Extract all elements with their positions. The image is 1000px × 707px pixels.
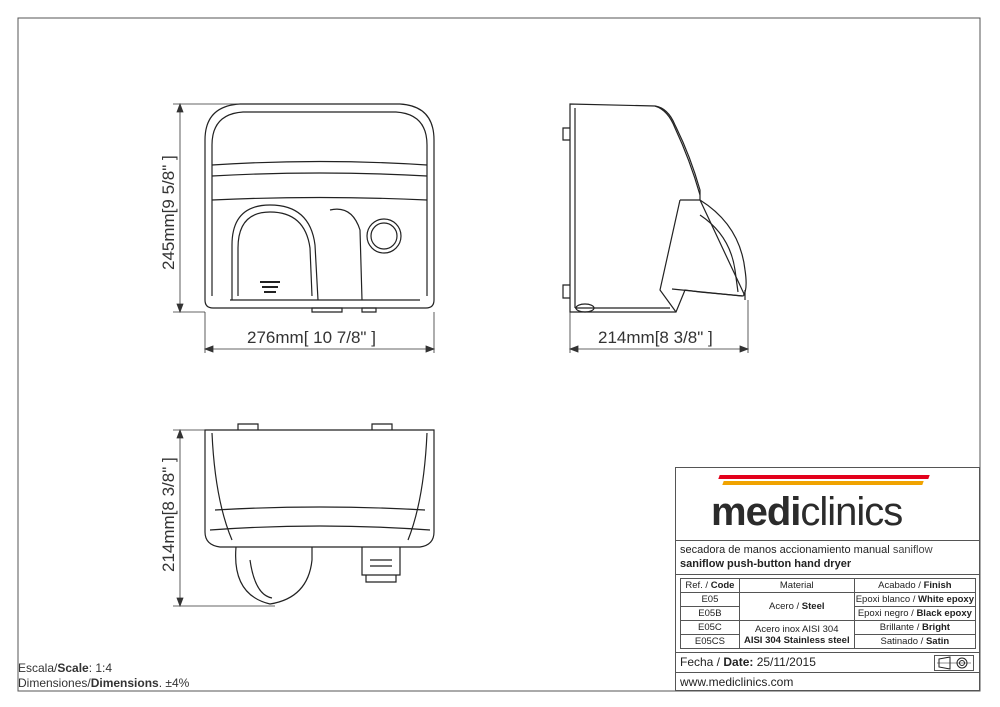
mediclinics-logo: mediclinics	[711, 490, 903, 534]
product-name-en: saniflow push-button hand dryer	[680, 558, 852, 570]
front-height-label: 245mm[9 5/8" ]	[159, 155, 178, 270]
header-finish: Acabado / Finish	[853, 578, 977, 593]
dimensions-tolerance-note: Dimensiones/Dimensions. ±4%	[18, 676, 190, 690]
front-height-dimension	[173, 104, 240, 312]
drawing-border	[18, 18, 980, 691]
header-code: Ref. / Code	[680, 578, 740, 593]
header-material: Material	[738, 578, 855, 593]
side-depth-dimension	[570, 300, 748, 353]
bottom-view	[205, 424, 434, 604]
logo-stripes	[718, 473, 930, 487]
logo-stripe-red	[718, 475, 930, 479]
product-name-es: secadora de manos accionamiento manual s…	[680, 544, 933, 556]
table-row: E05CS Satinado / Satin	[680, 634, 977, 649]
scale-note: Escala/Scale: 1:4	[18, 661, 113, 675]
front-width-label: 276mm[ 10 7/8" ]	[247, 328, 376, 347]
bottom-depth-dimension	[173, 430, 275, 606]
drawing-date: Fecha / Date: 25/11/2015	[680, 655, 816, 669]
title-block: mediclinics secadora de manos accionamie…	[675, 467, 980, 691]
material-steel: Acero / Steel	[738, 592, 855, 621]
side-view	[563, 104, 746, 312]
projection-symbol-icon	[934, 655, 974, 671]
table-row: E05 Acero / Steel Epoxi blanco / White e…	[680, 592, 977, 621]
spec-table: Ref. / Code Material Acabado / Finish E0…	[680, 578, 977, 649]
front-view	[205, 104, 434, 312]
front-width-dimension	[205, 312, 434, 353]
bottom-depth-label: 214mm[8 3/8" ]	[159, 457, 178, 572]
side-depth-label: 214mm[8 3/8" ]	[598, 328, 713, 347]
website-link[interactable]: www.mediclinics.com	[680, 675, 794, 689]
spec-header-row: Ref. / Code Material Acabado / Finish	[680, 578, 977, 593]
logo-stripe-orange	[722, 481, 924, 485]
